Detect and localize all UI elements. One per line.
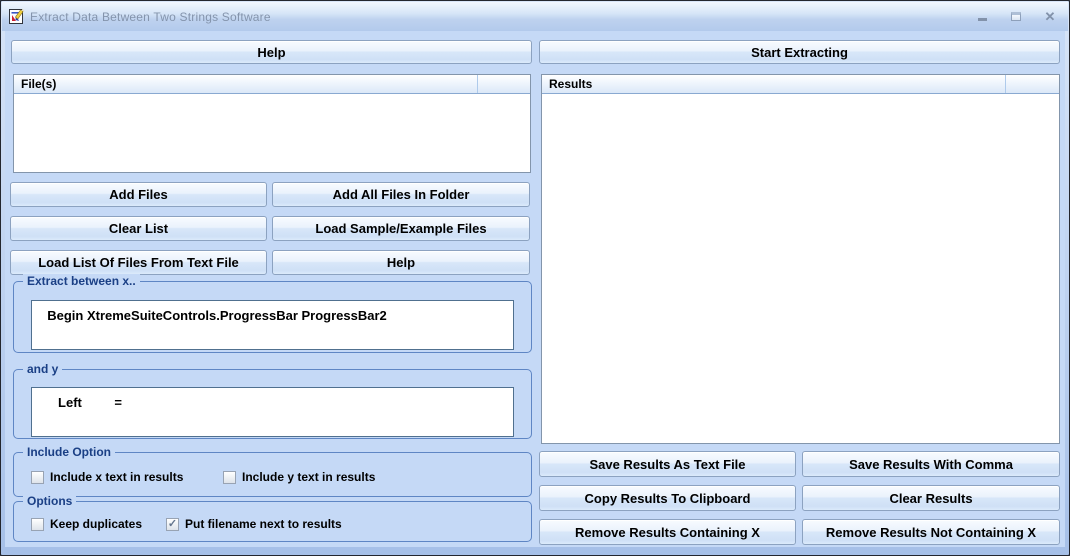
titlebar: Extract Data Between Two Strings Softwar… xyxy=(2,2,1068,31)
remove-results-containing-x-button[interactable]: Remove Results Containing X xyxy=(539,519,796,545)
include-y-checkbox[interactable] xyxy=(223,470,236,484)
add-all-files-in-folder-button[interactable]: Add All Files In Folder xyxy=(272,182,530,207)
add-files-button[interactable]: Add Files xyxy=(10,182,267,207)
results-list[interactable]: Results xyxy=(541,74,1060,444)
include-y-checklabel[interactable]: Include y text in results xyxy=(242,470,376,484)
and-y-input[interactable]: Left = xyxy=(31,387,514,437)
options-group: Options Keep duplicates ✓ Put filename n… xyxy=(13,494,532,542)
keep-duplicates-checkbox[interactable] xyxy=(31,517,44,531)
clear-results-button[interactable]: Clear Results xyxy=(802,485,1060,511)
put-filename-checkrow: ✓ Put filename next to results xyxy=(166,517,342,531)
window-title: Extract Data Between Two Strings Softwar… xyxy=(30,9,271,24)
results-column-header[interactable]: Results xyxy=(542,75,1006,93)
start-extracting-button[interactable]: Start Extracting xyxy=(539,40,1060,64)
and-y-group: and y xyxy=(13,362,532,439)
close-button[interactable]: ✕ xyxy=(1044,8,1056,24)
copy-results-clipboard-button[interactable]: Copy Results To Clipboard xyxy=(539,485,796,511)
load-sample-files-button[interactable]: Load Sample/Example Files xyxy=(272,216,530,241)
save-results-with-comma-button[interactable]: Save Results With Comma xyxy=(802,451,1060,477)
results-column-extra xyxy=(1006,75,1059,93)
put-filename-checklabel[interactable]: Put filename next to results xyxy=(185,517,342,531)
files-column-extra xyxy=(478,75,530,93)
save-results-text-file-button[interactable]: Save Results As Text File xyxy=(539,451,796,477)
help-top-button[interactable]: Help xyxy=(11,40,532,64)
app-icon xyxy=(9,8,25,24)
options-label: Options xyxy=(23,494,77,508)
window-controls: ✕ xyxy=(972,2,1060,31)
include-option-label: Include Option xyxy=(23,445,115,459)
and-y-label: and y xyxy=(23,362,63,376)
files-list-header: File(s) xyxy=(14,75,530,94)
extract-between-x-label: Extract between x.. xyxy=(23,274,140,288)
include-option-group: Include Option Include x text in results… xyxy=(13,445,532,497)
files-list[interactable]: File(s) xyxy=(13,74,531,173)
load-list-from-text-file-button[interactable]: Load List Of Files From Text File xyxy=(10,250,267,275)
keep-duplicates-checkrow: Keep duplicates xyxy=(31,517,142,531)
remove-results-not-containing-x-button[interactable]: Remove Results Not Containing X xyxy=(802,519,1060,545)
include-x-checklabel[interactable]: Include x text in results xyxy=(50,470,184,484)
include-x-checkrow: Include x text in results xyxy=(31,470,183,484)
extract-between-x-group: Extract between x.. xyxy=(13,274,532,353)
include-x-checkbox[interactable] xyxy=(31,470,44,484)
maximize-button[interactable] xyxy=(1006,8,1026,26)
help-bottom-button[interactable]: Help xyxy=(272,250,530,275)
client-area: Help File(s) Add Files Add All Files In … xyxy=(5,31,1065,547)
keep-duplicates-checklabel[interactable]: Keep duplicates xyxy=(50,517,143,531)
include-y-checkrow: Include y text in results xyxy=(223,470,375,484)
clear-list-button[interactable]: Clear List xyxy=(10,216,267,241)
extract-x-input[interactable]: Begin XtremeSuiteControls.ProgressBar Pr… xyxy=(31,300,514,350)
files-column-header[interactable]: File(s) xyxy=(14,75,478,93)
results-list-header: Results xyxy=(542,75,1059,94)
put-filename-checkbox[interactable]: ✓ xyxy=(166,517,179,531)
minimize-button[interactable] xyxy=(972,8,992,26)
